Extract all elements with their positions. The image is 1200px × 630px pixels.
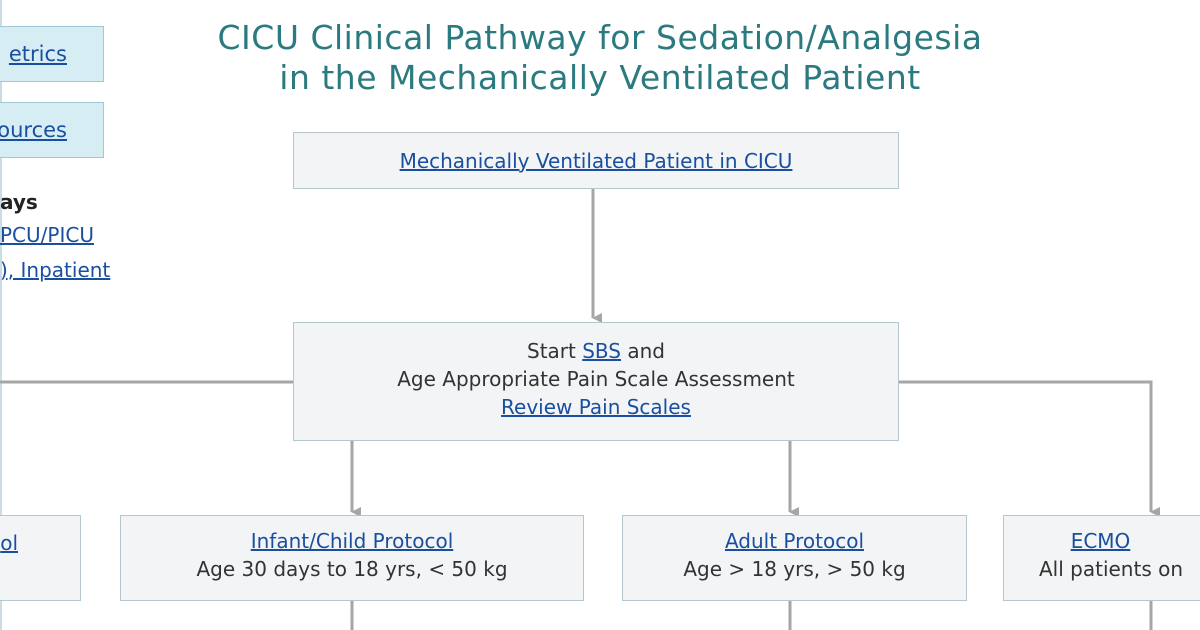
sbs-link[interactable]: SBS	[582, 339, 621, 363]
assessment-text-before: Start	[527, 339, 583, 363]
related-pathway-link-pcu-picu[interactable]: PCU/PICU	[0, 223, 94, 247]
page-left-border	[0, 0, 2, 630]
assessment-text-after: and	[621, 339, 665, 363]
sidebar-button-resources[interactable]: ources	[0, 102, 104, 158]
protocol-box-ecmo: ECMO All patients on	[1003, 515, 1200, 601]
related-pathways-heading: ays	[0, 190, 38, 214]
adult-protocol-link[interactable]: Adult Protocol	[724, 529, 865, 553]
ecmo-protocol-link[interactable]: ECMO	[1070, 529, 1131, 553]
assessment-box: Start SBS and Age Appropriate Pain Scale…	[293, 322, 899, 441]
protocol-link-left[interactable]: ol	[0, 531, 18, 555]
review-pain-scales-link[interactable]: Review Pain Scales	[501, 395, 691, 419]
protocol-box-left: ol	[0, 515, 81, 601]
infant-child-protocol-criteria: Age 30 days to 18 yrs, < 50 kg	[196, 557, 508, 581]
title-line-1: CICU Clinical Pathway for Sedation/Analg…	[217, 18, 983, 57]
related-pathway-link-inpatient[interactable]: ), Inpatient	[0, 258, 111, 282]
mechanically-ventilated-patient-link[interactable]: Mechanically Ventilated Patient in CICU	[399, 148, 793, 173]
assessment-line-2: Age Appropriate Pain Scale Assessment	[397, 367, 795, 391]
infant-child-protocol-link[interactable]: Infant/Child Protocol	[250, 529, 454, 553]
sidebar-button-metrics[interactable]: etrics	[0, 26, 104, 82]
page-title: CICU Clinical Pathway for Sedation/Analg…	[150, 18, 1050, 98]
title-line-2: in the Mechanically Ventilated Patient	[279, 58, 921, 97]
ecmo-protocol-criteria: All patients on	[1039, 557, 1184, 581]
sidebar-button-label: ources	[0, 118, 67, 142]
sidebar-button-label: etrics	[8, 42, 67, 66]
protocol-box-infant-child: Infant/Child Protocol Age 30 days to 18 …	[120, 515, 584, 601]
protocol-box-adult: Adult Protocol Age > 18 yrs, > 50 kg	[622, 515, 967, 601]
start-box: Mechanically Ventilated Patient in CICU	[293, 132, 899, 189]
connector-ecmo-branch	[899, 380, 1160, 517]
adult-protocol-criteria: Age > 18 yrs, > 50 kg	[683, 557, 906, 581]
assessment-line-1: Start SBS and	[294, 337, 898, 365]
